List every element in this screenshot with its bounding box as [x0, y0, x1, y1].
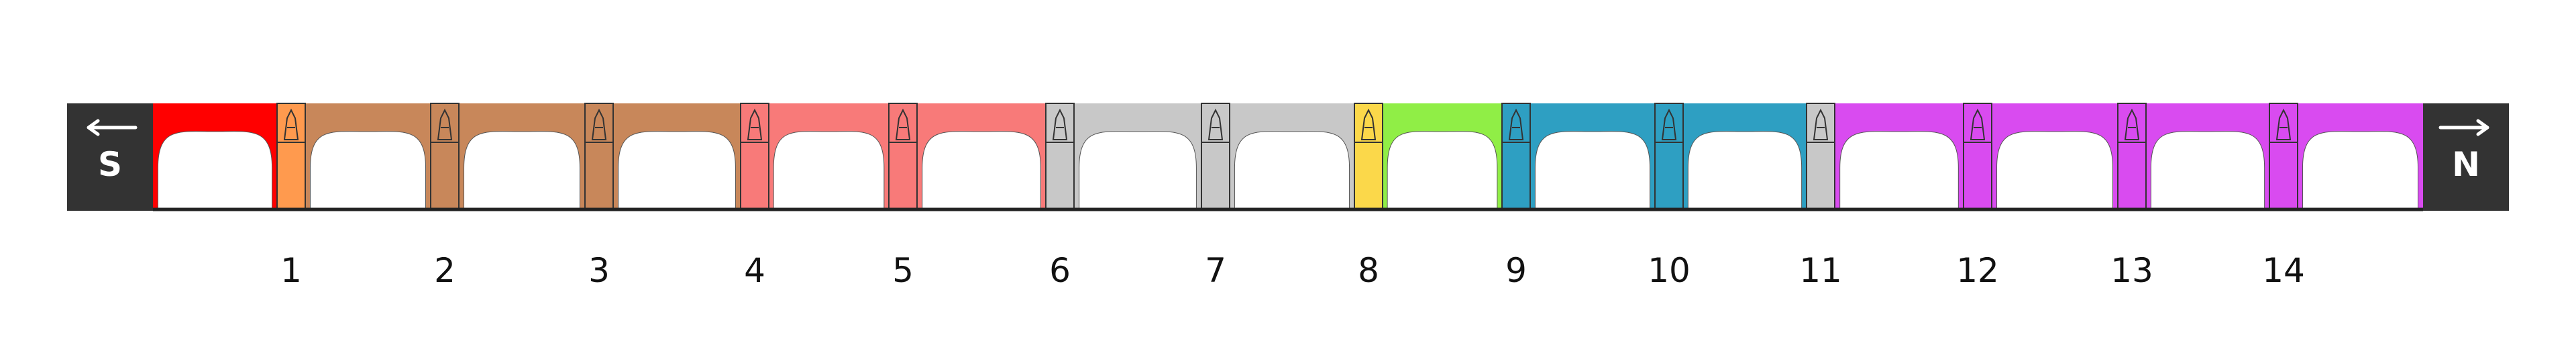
arch-opening: [1534, 131, 1651, 210]
pier-body: [1045, 103, 1075, 210]
arch-span: [917, 103, 1046, 210]
north-label: N: [2452, 145, 2480, 184]
arch-span: [1383, 103, 1502, 210]
pier-body: [1963, 103, 1992, 210]
arch-opening: [309, 131, 427, 210]
pier: [584, 103, 614, 210]
pier-body: [740, 103, 769, 210]
pier-cutwater-icon: [1813, 108, 1829, 140]
pier: [1045, 103, 1075, 210]
pier-cutwater-icon: [1208, 108, 1224, 140]
arch-opening: [1387, 131, 1498, 210]
pier-body: [276, 103, 306, 210]
arch-opening: [1079, 131, 1197, 210]
pier: [2269, 103, 2298, 210]
arch-span: [1230, 103, 1354, 210]
left-arrow-icon: [87, 119, 138, 136]
arch-opening: [1234, 131, 1350, 210]
pier-number-label: 13: [2110, 251, 2153, 290]
pier-cutwater-icon: [1970, 108, 1986, 140]
pier-cutwater-icon: [2124, 108, 2140, 140]
pier: [740, 103, 769, 210]
arch-opening: [1839, 131, 1959, 210]
south-label: S: [98, 145, 122, 184]
arch-span: [2146, 103, 2269, 210]
piers-layer: [276, 103, 2298, 210]
pier-number-label: 2: [434, 251, 455, 290]
north-end-block: N: [2423, 103, 2509, 211]
pier: [430, 103, 460, 210]
arch-span: [1835, 103, 1964, 210]
pier-number-label: 1: [280, 251, 302, 290]
pier-body: [584, 103, 614, 210]
arch-opening: [1687, 131, 1803, 210]
pier-cutwater-icon: [2275, 108, 2292, 140]
pier-cutwater-icon: [591, 108, 607, 140]
pier: [888, 103, 918, 210]
arch-span: [459, 103, 585, 210]
arch-span: [2298, 103, 2423, 210]
pier-body: [1501, 103, 1531, 210]
pier-number-label: 7: [1205, 251, 1226, 290]
arch-opening: [157, 131, 273, 210]
pier-cutwater-icon: [1661, 108, 1677, 140]
pier-body: [1354, 103, 1383, 210]
arch-opening: [773, 131, 885, 210]
arch-opening: [618, 131, 736, 210]
pier: [1654, 103, 1684, 210]
pier-body: [2269, 103, 2298, 210]
pier: [1963, 103, 1992, 210]
pier-number-label: 5: [892, 251, 914, 290]
arch-span: [305, 103, 431, 210]
pier: [276, 103, 306, 210]
arch-span: [1992, 103, 2118, 210]
pier-body: [2117, 103, 2147, 210]
pier-number-label: 12: [1956, 251, 1999, 290]
pier: [1501, 103, 1531, 210]
pier-number-label: 6: [1049, 251, 1071, 290]
pier-number-label: 9: [1505, 251, 1527, 290]
arch-span: [769, 103, 889, 210]
pier-number-label: 8: [1358, 251, 1379, 290]
pier: [1806, 103, 1835, 210]
pier-cutwater-icon: [747, 108, 763, 140]
arch-span: [1074, 103, 1201, 210]
arch-opening: [2150, 131, 2265, 210]
pier: [1354, 103, 1383, 210]
pier-cutwater-icon: [1360, 108, 1377, 140]
pier-body: [1201, 103, 1230, 210]
pier-number-label: 14: [2262, 251, 2305, 290]
arch-span: [1530, 103, 1655, 210]
right-arrow-icon: [2438, 119, 2489, 136]
south-end-block: S: [67, 103, 153, 211]
arch-opening: [2302, 131, 2419, 210]
pier-body: [1654, 103, 1684, 210]
pier-number-label: 3: [588, 251, 610, 290]
pier-cutwater-icon: [283, 108, 299, 140]
pier-number-label: 11: [1799, 251, 1842, 290]
pier-number-label: 10: [1648, 251, 1690, 290]
north-end-background: [2423, 103, 2509, 211]
pier-body: [430, 103, 460, 210]
pier-body: [888, 103, 918, 210]
pier-body: [1806, 103, 1835, 210]
arch-opening: [922, 131, 1041, 210]
pier: [2117, 103, 2147, 210]
arch-opening: [464, 131, 580, 210]
arches-layer: [153, 103, 2423, 210]
pier-number-label: 4: [744, 251, 765, 290]
arch-opening: [1996, 131, 2113, 210]
arch-span: [1683, 103, 1807, 210]
arch-span: [613, 103, 741, 210]
pier-cutwater-icon: [1508, 108, 1524, 140]
pier-cutwater-icon: [1052, 108, 1068, 140]
pier-cutwater-icon: [895, 108, 911, 140]
arch-span: [153, 103, 277, 210]
south-end-background: [67, 103, 153, 211]
pier-cutwater-icon: [437, 108, 453, 140]
pier: [1201, 103, 1230, 210]
